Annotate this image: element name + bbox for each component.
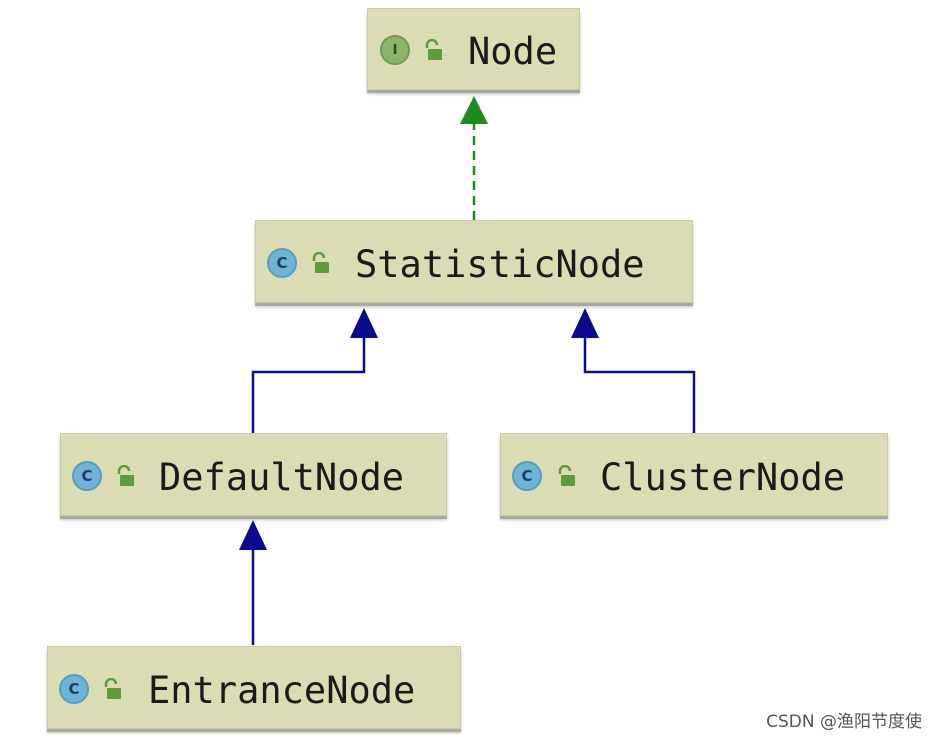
statistic-node-box[interactable]: C StatisticNode <box>255 220 693 303</box>
node-interface-box[interactable]: I Node <box>367 8 580 90</box>
statistic-node-label: StatisticNode <box>355 243 645 286</box>
entrance-node-label: EntranceNode <box>148 669 416 712</box>
entrance-node-box[interactable]: C EntranceNode <box>47 646 461 729</box>
arrowhead-statistic-left <box>350 308 378 338</box>
interface-badge-icon: I <box>380 35 410 65</box>
edge-default-to-statistic <box>251 338 366 433</box>
arrowhead-statistic-right <box>571 308 599 338</box>
watermark: CSDN @渔阳节度使 <box>766 712 922 732</box>
default-node-label: DefaultNode <box>159 456 405 499</box>
node-label: Node <box>468 30 558 73</box>
class-badge-icon: C <box>72 461 102 491</box>
class-badge-icon: C <box>512 461 542 491</box>
class-badge-icon: C <box>267 248 297 278</box>
class-badge-icon: C <box>59 674 89 704</box>
public-lock-icon <box>312 252 329 273</box>
default-node-box[interactable]: C DefaultNode <box>60 433 447 516</box>
edge-cluster-to-statistic <box>583 338 696 433</box>
cluster-node-label: ClusterNode <box>600 456 846 499</box>
public-lock-icon <box>558 465 575 486</box>
arrowhead-default <box>239 520 267 550</box>
public-lock-icon <box>104 678 121 699</box>
arrowhead-node <box>460 96 488 124</box>
public-lock-icon <box>117 465 134 486</box>
public-lock-icon <box>425 39 442 60</box>
cluster-node-box[interactable]: C ClusterNode <box>500 433 888 516</box>
